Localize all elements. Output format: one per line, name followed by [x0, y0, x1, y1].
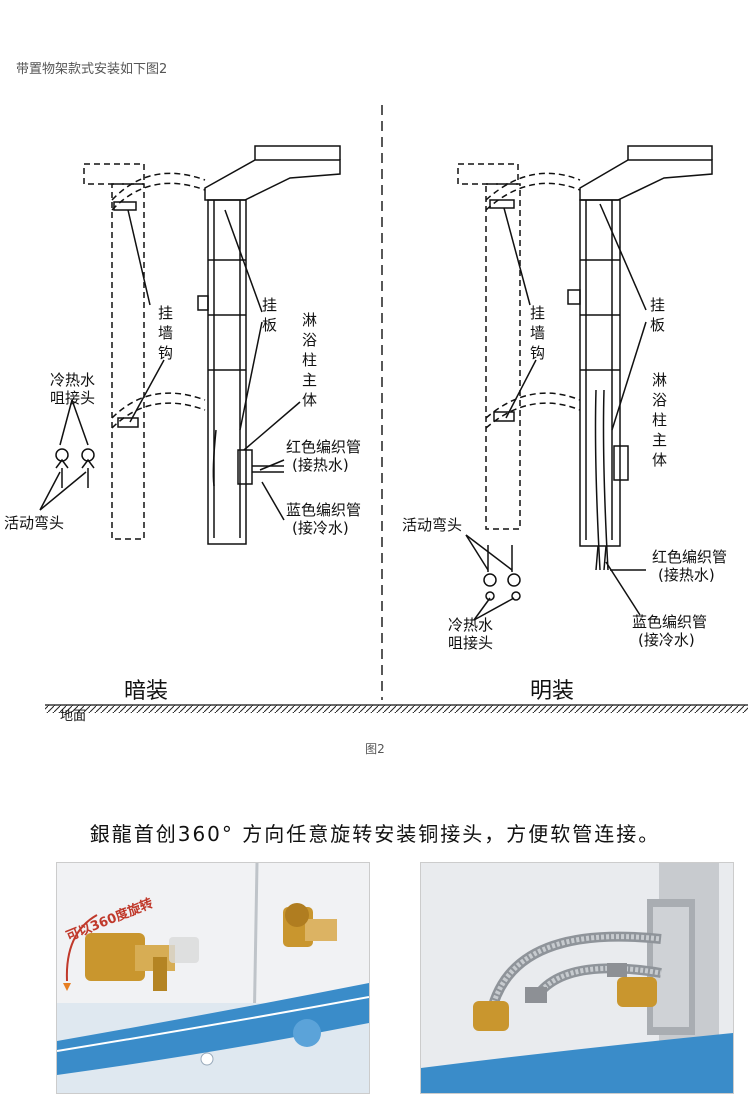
left-valve-label-1: 冷热水 — [50, 371, 95, 389]
left-mode-label: 暗装 — [124, 679, 168, 704]
left-red-label-2: (接热水) — [292, 456, 349, 474]
photo-rotating-joint: 可以360度旋转 — [56, 862, 370, 1094]
left-plate-label-2: 板 — [262, 316, 277, 334]
right-labels: 挂 墙 钩 挂 板 淋 浴 柱 主 体 活动弯头 冷热水 咀接头 红色编织管 (… — [402, 296, 727, 704]
right-hook-label-3: 钩 — [530, 344, 545, 362]
left-column-label-3: 柱 — [302, 351, 317, 369]
right-column-label-3: 柱 — [652, 411, 667, 429]
ground-hatch — [45, 705, 748, 713]
right-valve-label-1: 冷热水 — [448, 616, 493, 634]
left-column-label-1: 淋 — [302, 311, 317, 329]
intro-text: 带置物架款式安装如下图2 — [16, 62, 168, 77]
right-red-label-2: (接热水) — [658, 566, 715, 584]
photo-rotating-joint-art — [57, 863, 369, 1093]
photo-hose-connection — [420, 862, 734, 1094]
figure-caption: 图2 — [365, 742, 385, 756]
left-column-label-2: 浴 — [302, 331, 317, 349]
left-hook-label-2: 墙 — [158, 324, 173, 342]
right-hook-label-2: 墙 — [530, 324, 545, 342]
left-column-label-5: 体 — [302, 391, 317, 409]
photo-hose-connection-art — [421, 863, 733, 1093]
right-elbow-label: 活动弯头 — [402, 516, 462, 534]
headline: 銀龍首创360° 方向任意旋转安装铜接头，方便软管连接。 — [89, 822, 661, 846]
left-labels: 挂 墙 钩 挂 板 淋 浴 柱 主 体 冷热水 咀接头 红色编织管 (接热水) … — [4, 296, 361, 724]
right-column-label-1: 淋 — [652, 371, 667, 389]
right-blue-label-1: 蓝色编织管 — [632, 613, 707, 631]
left-install — [39, 145, 341, 545]
right-blue-label-2: (接冷水) — [638, 631, 695, 649]
left-column-label-4: 主 — [302, 371, 317, 389]
right-column-label-4: 主 — [652, 431, 667, 449]
left-red-label-1: 红色编织管 — [286, 438, 361, 456]
right-plate-label-2: 板 — [650, 316, 665, 334]
ground-label: 地面 — [60, 709, 86, 724]
left-hook-label-3: 钩 — [158, 344, 173, 362]
right-mode-label: 明装 — [530, 679, 574, 704]
right-valve-label-2: 咀接头 — [448, 634, 493, 652]
left-blue-label-2: (接冷水) — [292, 519, 349, 537]
right-red-label-1: 红色编织管 — [652, 548, 727, 566]
right-plate-label-1: 挂 — [650, 296, 665, 314]
installation-diagram: 挂 墙 钩 挂 板 淋 浴 柱 主 体 冷热水 咀接头 红色编织管 (接热水) … — [4, 105, 748, 724]
right-install — [457, 145, 713, 621]
right-column-label-2: 浴 — [652, 391, 667, 409]
left-hook-label-1: 挂 — [158, 304, 173, 322]
right-column-label-5: 体 — [652, 451, 667, 469]
left-blue-label-1: 蓝色编织管 — [286, 501, 361, 519]
left-elbow-label: 活动弯头 — [4, 514, 64, 532]
left-plate-label-1: 挂 — [262, 296, 277, 314]
left-valve-label-2: 咀接头 — [50, 389, 95, 407]
right-hook-label-1: 挂 — [530, 304, 545, 322]
